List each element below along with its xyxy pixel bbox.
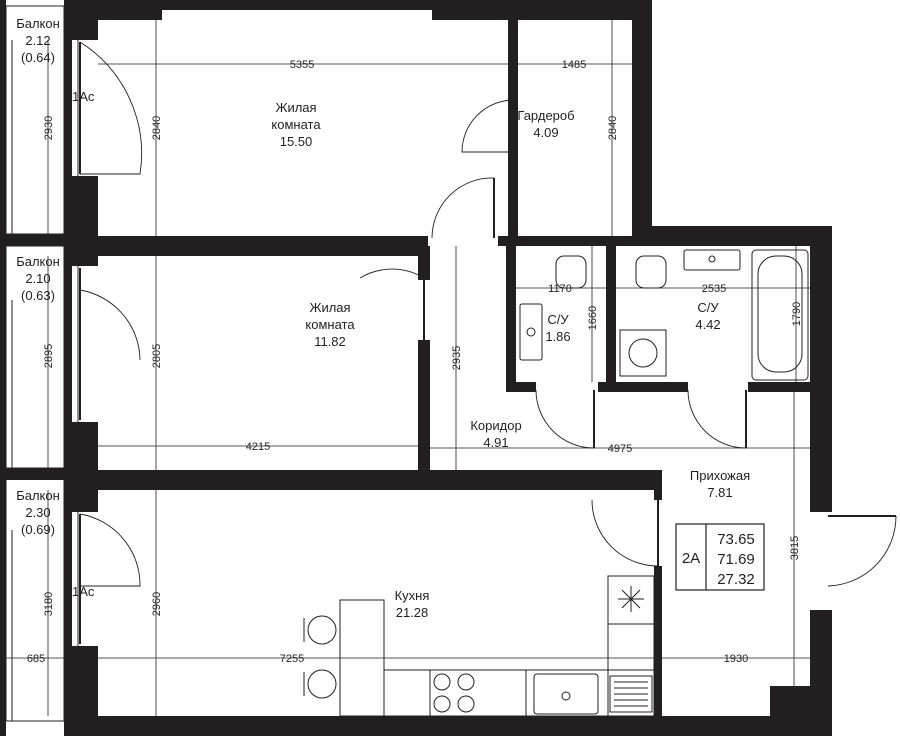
- balcony-1-label: Балкон 2.12 (0.64): [16, 16, 60, 65]
- dim-label: 1790: [791, 302, 803, 326]
- room-name: комната: [305, 317, 355, 332]
- balcony-reduced-area: (0.64): [21, 50, 55, 65]
- dim-label: 4215: [246, 441, 270, 453]
- room-name: комната: [271, 117, 321, 132]
- balcony-2-label: Балкон 2.10 (0.63): [16, 254, 60, 303]
- apartment-type: 2А: [682, 550, 700, 567]
- room-living-1: Жилая комната 15.50: [271, 100, 321, 149]
- apartment-living-area: 27.32: [717, 571, 755, 588]
- room-area: 1.86: [545, 329, 570, 344]
- room-area: 7.81: [707, 485, 732, 500]
- room-name: Коридор: [470, 418, 521, 433]
- room-wc-2: С/У 4.42: [695, 300, 720, 332]
- dim-label: 7255: [280, 653, 304, 665]
- room-kitchen: Кухня 21.28: [395, 588, 430, 620]
- balcony-area: 2.10: [25, 271, 50, 286]
- dim-label: 1660: [587, 306, 599, 330]
- balcony-reduced-area: (0.69): [21, 522, 55, 537]
- dim-label: 5355: [290, 59, 314, 71]
- ac-mark: 1Ас: [72, 584, 95, 599]
- room-name: Прихожая: [690, 468, 750, 483]
- room-living-2: Жилая комната 11.82: [305, 300, 355, 349]
- ac-mark: 1Ас: [72, 89, 95, 104]
- room-area: 4.91: [483, 435, 508, 450]
- dim-label: 2960: [151, 592, 163, 616]
- dimension-labels: 5355 1485 2840 2840 2930 2895 2805 4215 …: [27, 59, 803, 665]
- room-area: 11.82: [314, 334, 346, 349]
- dim-label: 1930: [724, 653, 748, 665]
- balcony-name: Балкон: [16, 488, 60, 503]
- dimension-lines: [6, 20, 810, 716]
- dim-label: 2935: [451, 346, 463, 370]
- dim-label: 2840: [151, 116, 163, 140]
- room-name: Жилая: [275, 100, 316, 115]
- balcony-reduced-area: (0.63): [21, 288, 55, 303]
- apartment-reduced-area: 71.69: [717, 551, 755, 568]
- dim-label: 2805: [151, 344, 163, 368]
- room-wardrobe: Гардероб 4.09: [517, 108, 574, 140]
- balcony-name: Балкон: [16, 16, 60, 31]
- room-name: Жилая: [309, 300, 350, 315]
- room-name: С/У: [697, 300, 719, 315]
- dim-label: 2840: [607, 116, 619, 140]
- room-area: 15.50: [280, 134, 313, 149]
- dim-label: 685: [27, 653, 45, 665]
- walls: [0, 0, 832, 736]
- room-corridor: Коридор 4.91: [470, 418, 521, 450]
- balcony-name: Балкон: [16, 254, 60, 269]
- dim-label: 2535: [702, 283, 726, 295]
- dim-label: 1170: [548, 283, 572, 295]
- kitchen-furniture: [303, 575, 655, 717]
- balcony-3-label: Балкон 2.30 (0.69): [16, 488, 60, 537]
- room-name: Гардероб: [517, 108, 574, 123]
- room-area: 21.28: [396, 605, 429, 620]
- dim-label: 3180: [43, 592, 55, 616]
- room-name: Кухня: [395, 588, 430, 603]
- bathroom-fixtures: [519, 249, 809, 381]
- doors: [79, 41, 897, 644]
- dim-label: 4975: [608, 443, 632, 455]
- room-wc-1: С/У 1.86: [545, 312, 570, 344]
- dim-label: 3815: [789, 536, 801, 560]
- dim-label: 1485: [562, 59, 586, 71]
- dim-label: 2930: [43, 116, 55, 140]
- room-hall: Прихожая 7.81: [690, 468, 750, 500]
- balcony-area: 2.30: [25, 505, 50, 520]
- dim-label: 2895: [43, 344, 55, 368]
- room-name: С/У: [547, 312, 569, 327]
- apartment-total-area: 73.65: [717, 531, 755, 548]
- room-area: 4.09: [533, 125, 558, 140]
- balcony-area: 2.12: [25, 33, 50, 48]
- apartment-info-box: 2А 73.65 71.69 27.32: [675, 523, 765, 591]
- room-area: 4.42: [695, 317, 720, 332]
